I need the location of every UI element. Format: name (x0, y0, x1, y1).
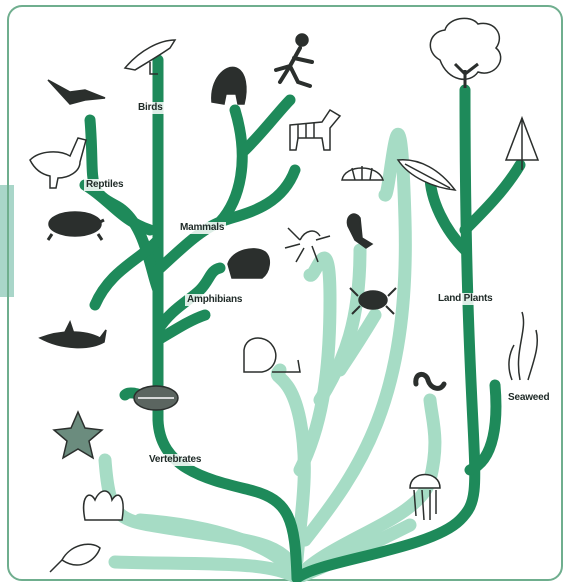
branch-main-vertebrate (158, 60, 297, 578)
snail-icon (244, 338, 300, 372)
worm-icon (416, 374, 444, 388)
seaweed-icon (509, 312, 537, 380)
pterosaur-icon (48, 80, 105, 104)
dinosaur-icon (30, 138, 86, 188)
zebra-icon (290, 110, 340, 150)
label-birds: Birds (136, 102, 165, 114)
tree-icon (430, 18, 500, 88)
turtle-icon (48, 212, 104, 240)
tortoise-icon (342, 166, 383, 180)
label-land-plants: Land Plants (436, 293, 494, 305)
branch-protist (115, 562, 297, 578)
branch-runner (245, 100, 290, 150)
runner-icon (276, 34, 312, 86)
branch-gorilla (220, 110, 242, 222)
starfish-icon (54, 412, 102, 458)
protist-icon (50, 544, 100, 572)
label-mammals: Mammals (178, 222, 226, 234)
label-reptiles: Reptiles (84, 179, 125, 191)
frog-icon (228, 249, 269, 278)
label-vertebrates: Vertebrates (147, 454, 203, 466)
bird-icon (125, 40, 175, 74)
conifer-icon (506, 118, 538, 170)
scorpion-icon (347, 214, 372, 248)
trilobite-icon (134, 386, 178, 410)
gorilla-icon (212, 67, 246, 104)
label-seaweed: Seaweed (506, 392, 551, 404)
branch-conifer (465, 165, 520, 230)
shark-icon (40, 322, 106, 348)
label-amphibians: Amphibians (185, 294, 244, 306)
sponge-icon (84, 491, 123, 520)
